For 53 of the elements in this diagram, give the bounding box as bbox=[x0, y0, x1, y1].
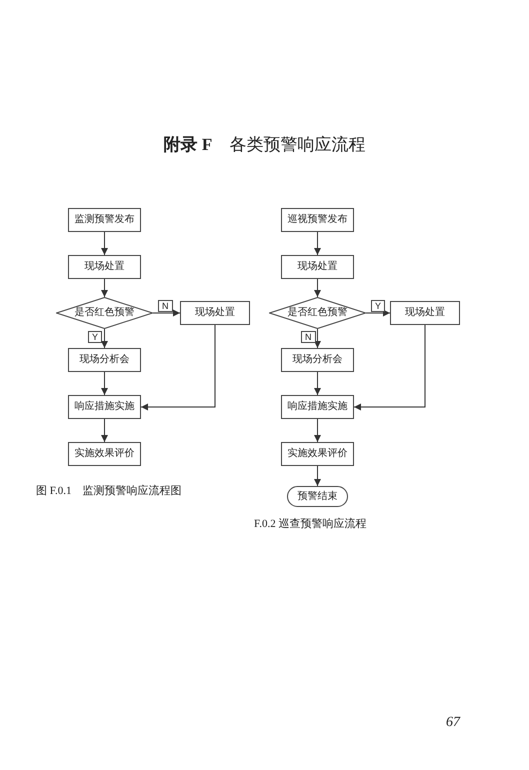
process-box bbox=[68, 255, 141, 279]
arrow bbox=[366, 310, 390, 316]
page-title: 附录 F 各类预警响应流程 bbox=[164, 134, 366, 156]
process-box bbox=[281, 208, 354, 232]
process-box bbox=[281, 395, 354, 419]
arrow bbox=[101, 418, 108, 442]
arrow bbox=[314, 372, 321, 396]
process-box bbox=[281, 255, 354, 279]
arrow bbox=[354, 324, 426, 410]
process-box bbox=[68, 395, 141, 419]
arrow bbox=[101, 328, 108, 348]
arrow bbox=[101, 232, 108, 256]
page-number: 67 bbox=[446, 716, 460, 730]
end-terminal bbox=[287, 486, 348, 507]
step-text: 现场分析会 bbox=[292, 354, 342, 366]
arrow bbox=[314, 232, 321, 256]
arrow bbox=[314, 466, 321, 486]
step-text: 现场处置 bbox=[84, 261, 124, 273]
process-box bbox=[68, 208, 141, 232]
edge-label: Y bbox=[371, 300, 386, 312]
arrow bbox=[101, 372, 108, 396]
arrow bbox=[140, 324, 216, 410]
step-text: 实施效果评价 bbox=[74, 448, 134, 460]
step-text: 是否红色预警 bbox=[74, 307, 134, 319]
step-text: 响应措施实施 bbox=[74, 401, 134, 413]
edge-label: Y bbox=[88, 331, 102, 343]
process-box bbox=[180, 301, 250, 325]
decision-diamond bbox=[56, 297, 153, 329]
step-text: 现场处置 bbox=[405, 307, 445, 319]
arrow bbox=[314, 328, 321, 348]
arrow bbox=[314, 278, 321, 298]
process-box bbox=[281, 348, 354, 372]
step-text: 监测预警发布 bbox=[74, 214, 134, 226]
arrow bbox=[314, 418, 321, 442]
decision-diamond bbox=[269, 297, 366, 329]
step-text: 实施效果评价 bbox=[288, 448, 348, 460]
edge-label: N bbox=[158, 300, 172, 312]
arrow bbox=[152, 310, 180, 316]
step-text: 响应措施实施 bbox=[288, 401, 348, 413]
process-box bbox=[281, 442, 354, 466]
step-text: 现场处置 bbox=[195, 307, 235, 319]
step-text: 巡视预警发布 bbox=[288, 214, 348, 226]
process-box bbox=[68, 442, 141, 466]
process-box bbox=[68, 348, 141, 372]
step-text: 预警结束 bbox=[298, 490, 338, 502]
process-box bbox=[390, 301, 460, 325]
figure-caption: F.0.2 巡查预警响应流程 bbox=[254, 517, 366, 531]
arrow bbox=[101, 278, 108, 298]
figure-caption: 图 F.0.1 监测预警响应流程图 bbox=[36, 484, 182, 498]
edge-label: N bbox=[301, 331, 316, 343]
step-text: 现场处置 bbox=[298, 261, 338, 273]
step-text: 现场分析会 bbox=[80, 354, 130, 366]
step-text: 是否红色预警 bbox=[288, 307, 348, 319]
